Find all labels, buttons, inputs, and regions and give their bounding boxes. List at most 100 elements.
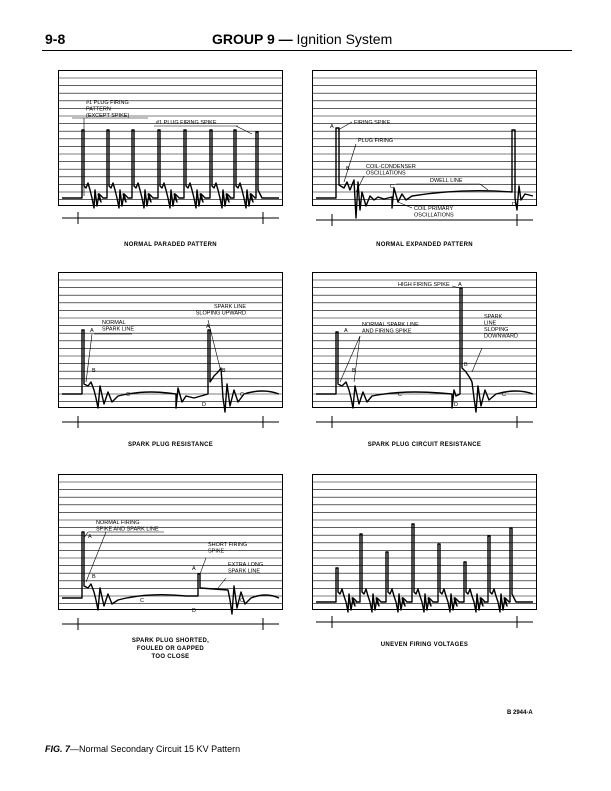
letter-b: B — [222, 368, 226, 374]
label-firing-spike: FIRING SPIKE — [354, 120, 391, 126]
label-coil-primary: COIL PRIMARY — [414, 206, 453, 212]
caption-spark-plug-shorted: SPARK PLUG SHORTED, FOULED OR GAPPED TOO… — [131, 638, 210, 660]
letter-c: C — [140, 598, 144, 604]
letter-a: A — [458, 282, 462, 288]
panel-normal-expanded: A FIRING SPIKE PLUG FIRING B COIL-CONDENSER O… — [312, 70, 537, 240]
letter-d: D — [512, 202, 516, 208]
letter-b: B — [346, 166, 350, 172]
letter-d: D — [454, 402, 458, 408]
label-short-firing-spike: SHORT FIRING — [208, 542, 247, 548]
letter-c: C — [240, 598, 244, 604]
letter-a: A — [88, 534, 92, 540]
label-plug-firing: PLUG FIRING — [358, 138, 393, 144]
leader-line — [85, 333, 93, 383]
waveform-trace — [62, 531, 280, 615]
caption-spark-plug-resistance: SPARK PLUG RESISTANCE — [127, 442, 214, 448]
label-spark-line-sloping: SPARK LINE — [214, 304, 246, 310]
letter-b: B — [464, 362, 468, 368]
label-plug-firing-pattern: #1 PLUG FIRING — [86, 100, 129, 106]
letter-a: A — [192, 566, 196, 572]
label-dwell-line: DWELL LINE — [430, 178, 463, 184]
label-spark-line-sloping-down: DOWNWARD — [484, 334, 518, 340]
waveform-trace — [316, 127, 534, 219]
figure-number: FIG. 7 — [45, 744, 71, 754]
leader-line — [343, 143, 357, 183]
scope-grid-frame — [58, 474, 283, 610]
section-title: Ignition System — [296, 31, 393, 47]
label-normal-firing: SPIKE AND SPARK LINE — [96, 527, 159, 533]
label-normal-firing: NORMAL FIRING — [96, 520, 140, 526]
leader-line — [451, 285, 461, 289]
label-coil-condenser: COIL-CONDENSER — [366, 164, 416, 170]
label-normal-spark-line: NORMAL — [102, 320, 126, 326]
label-plug-firing-pattern: PATTERN — [86, 107, 111, 113]
letter-c: C — [502, 392, 506, 398]
label-plug-firing-spike: #1 PLUG FIRING SPIKE — [156, 120, 217, 126]
group-label: GROUP 9 — [212, 31, 275, 47]
leader-line — [337, 121, 353, 131]
leader-line — [85, 531, 107, 583]
label-high-firing-spike: HIGH FIRING SPIKE — [398, 282, 450, 288]
letter-a: A — [206, 324, 210, 330]
label-extra-long-spark-line: EXTRA LONG — [228, 562, 263, 568]
letter-c: C — [126, 392, 130, 398]
letter-a: A — [330, 124, 334, 130]
label-normal-spark-and-spike: NORMAL SPARK LINE — [362, 322, 419, 328]
letter-b: B — [352, 368, 356, 374]
letter-c: C — [240, 392, 244, 398]
label-short-firing-spike: SPIKE — [208, 549, 225, 555]
caption-uneven-firing-voltages: UNEVEN FIRING VOLTAGES — [380, 642, 469, 648]
figure-code: B 2944-A — [507, 710, 533, 716]
letter-a: A — [344, 328, 348, 334]
leader-line — [199, 557, 207, 575]
page-header: GROUP 9 — Ignition System — [212, 31, 392, 47]
scope-trace-spark-plug-circuit-resistance: HIGH FIRING SPIKE A A NORMAL SPARK LINEAND … — [312, 272, 537, 428]
label-normal-spark-and-spike: AND FIRING SPIKE — [362, 329, 412, 335]
label-extra-long-spark-line: SPARK LINE — [228, 569, 260, 575]
page-number: 9-8 — [45, 31, 66, 47]
caption-normal-expanded: NORMAL EXPANDED PATTERN — [376, 242, 473, 248]
letter-d: D — [192, 608, 196, 614]
panel-uneven-firing-voltages — [312, 474, 537, 644]
leader-line — [83, 531, 89, 539]
figure-title: Normal Secondary Circuit 15 KV Pattern — [79, 744, 241, 754]
figure-dash: — — [70, 744, 80, 754]
letter-b: B — [92, 368, 96, 374]
figure-caption: FIG. 7—Normal Secondary Circuit 15 KV Pa… — [45, 744, 240, 754]
letter-d: D — [202, 402, 206, 408]
scope-grid-frame — [58, 70, 283, 206]
scope-trace-uneven-firing-voltages — [312, 474, 537, 628]
label-normal-spark-line: SPARK LINE — [102, 327, 134, 333]
header-rule — [42, 50, 572, 51]
waveform-trace — [316, 523, 533, 613]
waveform-trace — [62, 329, 280, 413]
label-coil-primary: OSCILLATIONS — [414, 213, 454, 219]
scope-grid-frame — [58, 272, 283, 408]
leader-line — [217, 577, 227, 589]
waveform-trace — [316, 287, 534, 413]
leader-line — [397, 201, 413, 209]
letter-c: C — [398, 392, 402, 398]
letter-a: A — [90, 328, 94, 334]
letter-b: B — [92, 574, 96, 580]
leader-line — [339, 335, 361, 383]
leader-line — [207, 319, 221, 369]
header-dash: — — [278, 31, 293, 47]
leader-line — [355, 175, 365, 193]
label-spark-line-sloping: SLOPING UPWARD — [196, 311, 246, 317]
scope-trace-normal-expanded: A FIRING SPIKE PLUG FIRING B COIL-CONDENSER O… — [312, 70, 537, 226]
scope-grid-frame — [312, 474, 537, 610]
label-spark-line-sloping-down: LINE — [484, 321, 497, 327]
caption-spark-plug-circuit-resistance: SPARK PLUG CIRCUIT RESISTANCE — [367, 442, 482, 448]
leader-line — [353, 335, 361, 383]
scope-grid-frame — [312, 70, 537, 206]
label-plug-firing-pattern: (EXCEPT SPIKE) — [86, 113, 129, 119]
label-spark-line-sloping-down: SLOPING — [484, 327, 508, 333]
letter-c: C — [390, 184, 394, 190]
